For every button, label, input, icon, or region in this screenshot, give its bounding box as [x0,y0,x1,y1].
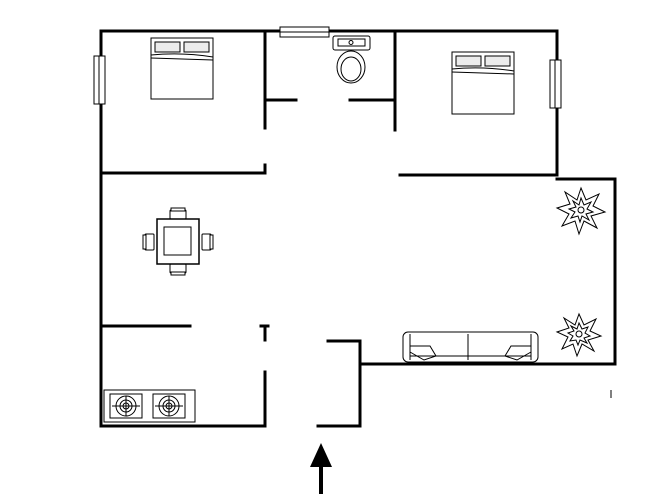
dining-table-icon [142,207,214,276]
entrance-arrow-icon [310,443,332,494]
bed-icon [150,37,214,100]
wall-entry-right [316,339,362,428]
wall-top-right [327,29,559,177]
toilet-icon [332,35,371,84]
plant-icon [555,312,603,358]
sofa-icon [402,331,539,363]
gas-stove-icon [103,389,196,423]
plant-icon [555,186,607,236]
bed-icon [451,51,515,115]
wall-living-right [358,177,617,366]
